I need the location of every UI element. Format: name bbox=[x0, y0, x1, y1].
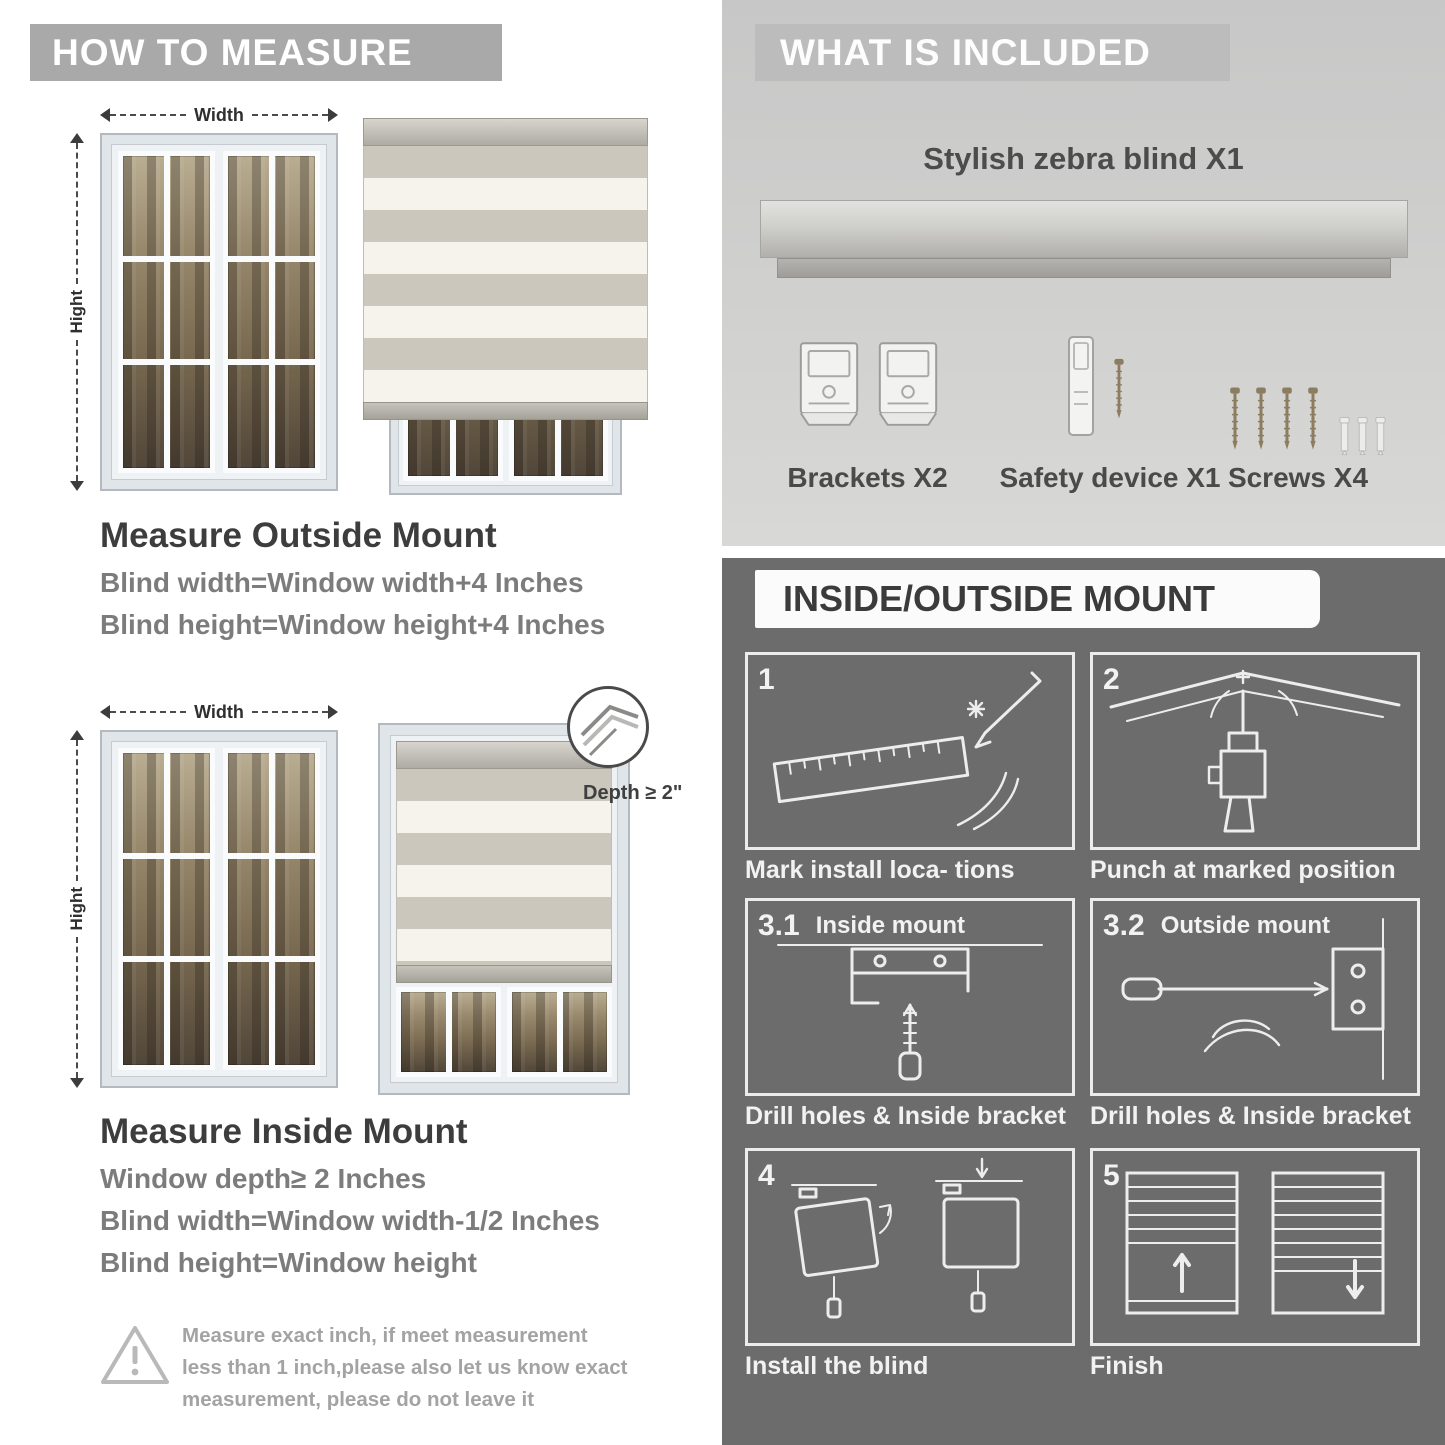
blind-valance-illustration bbox=[777, 258, 1391, 278]
width-label: Width bbox=[194, 701, 244, 722]
step-number: 3.2 bbox=[1103, 909, 1145, 942]
height-arrow: Hight bbox=[66, 133, 88, 491]
step-caption: Mark install loca- tions bbox=[745, 856, 1015, 884]
step-title: Inside mount bbox=[815, 912, 966, 939]
step-number: 4 bbox=[758, 1159, 775, 1192]
wall-anchor-icon bbox=[1339, 416, 1350, 456]
step-panel-3-2: 3.2 Outside mount bbox=[1090, 898, 1420, 1096]
depth-detail-callout bbox=[567, 686, 649, 768]
inside-rule-depth: Window depth≥ 2 Inches bbox=[100, 1163, 427, 1194]
wall-anchor-icon bbox=[1357, 416, 1368, 456]
blind-fabric-stripes bbox=[363, 146, 648, 402]
screw-icon bbox=[1114, 358, 1124, 419]
inside-rule-width: Blind width=Window width-1/2 Inches bbox=[100, 1205, 600, 1236]
safety-device-icon bbox=[1068, 336, 1094, 436]
zebra-blind-item-label: Stylish zebra blind X1 bbox=[923, 141, 1244, 176]
mark-locations-illustration bbox=[772, 671, 1042, 831]
outside-rule-height: Blind height=Window height+4 Inches bbox=[100, 609, 606, 640]
mounting-bracket-icon bbox=[799, 342, 859, 426]
width-arrow: Width bbox=[100, 104, 339, 126]
arrow-left-icon bbox=[100, 108, 110, 122]
zebra-blind-outside-diagram bbox=[363, 118, 648, 495]
warning-triangle-icon bbox=[101, 1326, 169, 1384]
height-label: Hight bbox=[67, 290, 86, 334]
install-blind-illustration bbox=[791, 1157, 1023, 1319]
step-panel-5: 5 bbox=[1090, 1148, 1420, 1346]
blind-bottom-rail bbox=[396, 965, 612, 983]
drill-ceiling-illustration bbox=[1109, 669, 1401, 833]
finished-blinds-illustration bbox=[1125, 1171, 1385, 1315]
arrow-right-icon bbox=[328, 108, 339, 122]
blind-bottom-rail bbox=[363, 402, 648, 420]
height-arrow: Hight bbox=[66, 730, 88, 1088]
outside-bracket-illustration bbox=[1121, 918, 1385, 1080]
arrow-down-icon bbox=[70, 481, 84, 491]
step-caption: Drill holes & Inside bracket bbox=[745, 1102, 1066, 1130]
step-number: 2 bbox=[1103, 663, 1120, 696]
window-lower-panes bbox=[396, 983, 612, 1077]
window-sash bbox=[223, 151, 320, 473]
mount-header: INSIDE/OUTSIDE MOUNT bbox=[755, 570, 1320, 628]
inside-rule-height: Blind height=Window height bbox=[100, 1247, 477, 1278]
blind-fabric-stripes bbox=[396, 769, 612, 965]
measure-outside-title: Measure Outside Mount bbox=[100, 516, 497, 555]
blind-headrail-illustration bbox=[760, 200, 1408, 258]
step-caption: Punch at marked position bbox=[1090, 856, 1396, 884]
screws-label: Screws X4 bbox=[1227, 462, 1369, 493]
mounting-bracket-icon bbox=[878, 342, 938, 426]
safety-device-label: Safety device X1 bbox=[999, 462, 1221, 493]
wall-anchor-icon bbox=[1375, 416, 1386, 456]
step-number: 5 bbox=[1103, 1159, 1120, 1192]
step-panel-4: 4 bbox=[745, 1148, 1075, 1346]
measure-inside-title: Measure Inside Mount bbox=[100, 1112, 468, 1151]
arrow-up-icon bbox=[70, 730, 84, 740]
screw-icon bbox=[1256, 387, 1266, 450]
what-is-included-header: WHAT IS INCLUDED bbox=[755, 24, 1230, 81]
how-to-measure-header: HOW TO MEASURE bbox=[30, 24, 502, 81]
screw-icon bbox=[1230, 387, 1240, 450]
window-sash bbox=[118, 151, 215, 473]
step-number: 1 bbox=[758, 663, 775, 696]
depth-label: Depth ≥ 2" bbox=[583, 782, 683, 804]
zebra-blind bbox=[363, 118, 648, 420]
screw-icon bbox=[1282, 387, 1292, 450]
window-corner-detail-icon bbox=[580, 704, 639, 757]
outside-rule-width: Blind width=Window width+4 Inches bbox=[100, 567, 584, 598]
screw-icon bbox=[1308, 387, 1318, 450]
width-label: Width bbox=[194, 104, 244, 125]
step-caption: Install the blind bbox=[745, 1352, 929, 1380]
step-panel-2: 2 bbox=[1090, 652, 1420, 850]
measurement-warning-text: Measure exact inch, if meet measurement … bbox=[182, 1324, 628, 1411]
width-arrow: Width bbox=[100, 701, 339, 723]
arrow-down-icon bbox=[70, 1078, 84, 1088]
window-diagram-outside bbox=[100, 133, 338, 491]
window-diagram-inside bbox=[100, 730, 338, 1088]
step-number: 3.1 bbox=[758, 909, 800, 942]
inside-bracket-illustration bbox=[777, 944, 1043, 1081]
arrow-left-icon bbox=[100, 705, 110, 719]
step-panel-1: 1 bbox=[745, 652, 1075, 850]
blind-cassette bbox=[363, 118, 648, 146]
arrow-right-icon bbox=[328, 705, 339, 719]
step-caption: Drill holes & Inside bracket bbox=[1090, 1102, 1411, 1130]
brackets-label: Brackets X2 bbox=[787, 462, 948, 493]
step-title: Outside mount bbox=[1160, 912, 1331, 939]
arrow-up-icon bbox=[70, 133, 84, 143]
step-panel-3-1: 3.1 Inside mount bbox=[745, 898, 1075, 1096]
step-caption: Finish bbox=[1090, 1352, 1164, 1380]
zebra-blind-inside-diagram bbox=[378, 723, 630, 1095]
height-label: Hight bbox=[67, 887, 86, 931]
